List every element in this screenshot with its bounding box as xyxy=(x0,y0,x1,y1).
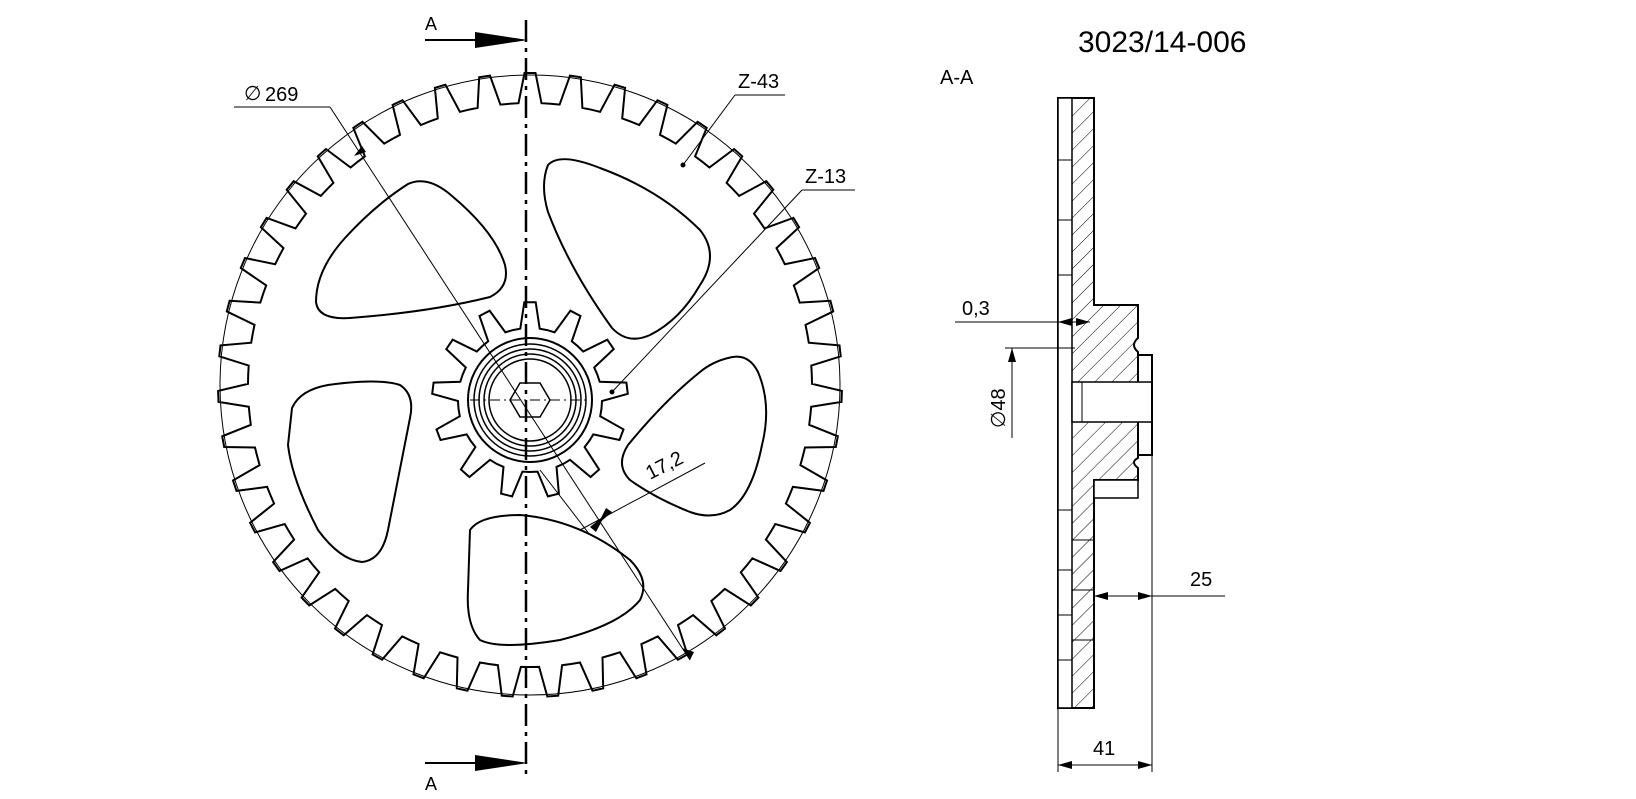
z43-callout: Z-43 xyxy=(680,71,785,168)
section-title: A-A xyxy=(940,67,974,89)
teeth-strip xyxy=(1057,97,1073,709)
diameter-269-callout: ∅ 269 xyxy=(234,83,694,661)
z13-callout: Z-13 xyxy=(609,166,855,395)
dim-41-label: 41 xyxy=(1093,738,1115,760)
dim-17-2-label: 17,2 xyxy=(642,447,687,484)
drawing-number: 3023/14-006 xyxy=(1078,26,1247,59)
large-gear-outline xyxy=(217,72,843,698)
dim-25: 25 xyxy=(1094,455,1225,600)
spoke-window xyxy=(314,180,507,320)
dim-0-3: 0,3 xyxy=(955,298,1090,326)
bore xyxy=(1071,381,1153,423)
dim-41: 41 xyxy=(1057,600,1153,772)
large-gear-tip-circle xyxy=(219,74,841,696)
section-arrow-bottom: A xyxy=(425,755,528,794)
spoke-window xyxy=(543,158,711,340)
bore-diameter-label: 48 xyxy=(988,388,1010,410)
section-marker-top: A xyxy=(425,14,437,34)
bore-diameter-symbol: ∅ xyxy=(988,411,1010,428)
dim-diameter-48: ∅48 xyxy=(988,347,1075,438)
diameter-symbol: ∅ xyxy=(244,83,261,105)
section-view: 0,3 ∅48 25 41 xyxy=(955,97,1225,772)
section-arrow-top: A xyxy=(425,14,528,48)
small-gear-outline xyxy=(431,301,629,498)
svg-text:∅48: ∅48 xyxy=(988,388,1010,428)
spoke-window xyxy=(286,380,413,564)
spoke-window xyxy=(621,355,768,517)
hub xyxy=(467,337,593,463)
spoke-window xyxy=(466,513,645,646)
z43-label: Z-43 xyxy=(738,71,779,93)
dim-0-3-label: 0,3 xyxy=(962,298,990,320)
section-marker-bottom: A xyxy=(425,774,437,794)
z13-label: Z-13 xyxy=(805,166,846,188)
diameter-269-label: 269 xyxy=(265,84,298,106)
dim-25-label: 25 xyxy=(1190,569,1212,591)
hub-extension xyxy=(1093,479,1139,499)
front-view: A A ∅ 269 Z-43 Z-13 xyxy=(217,14,855,794)
